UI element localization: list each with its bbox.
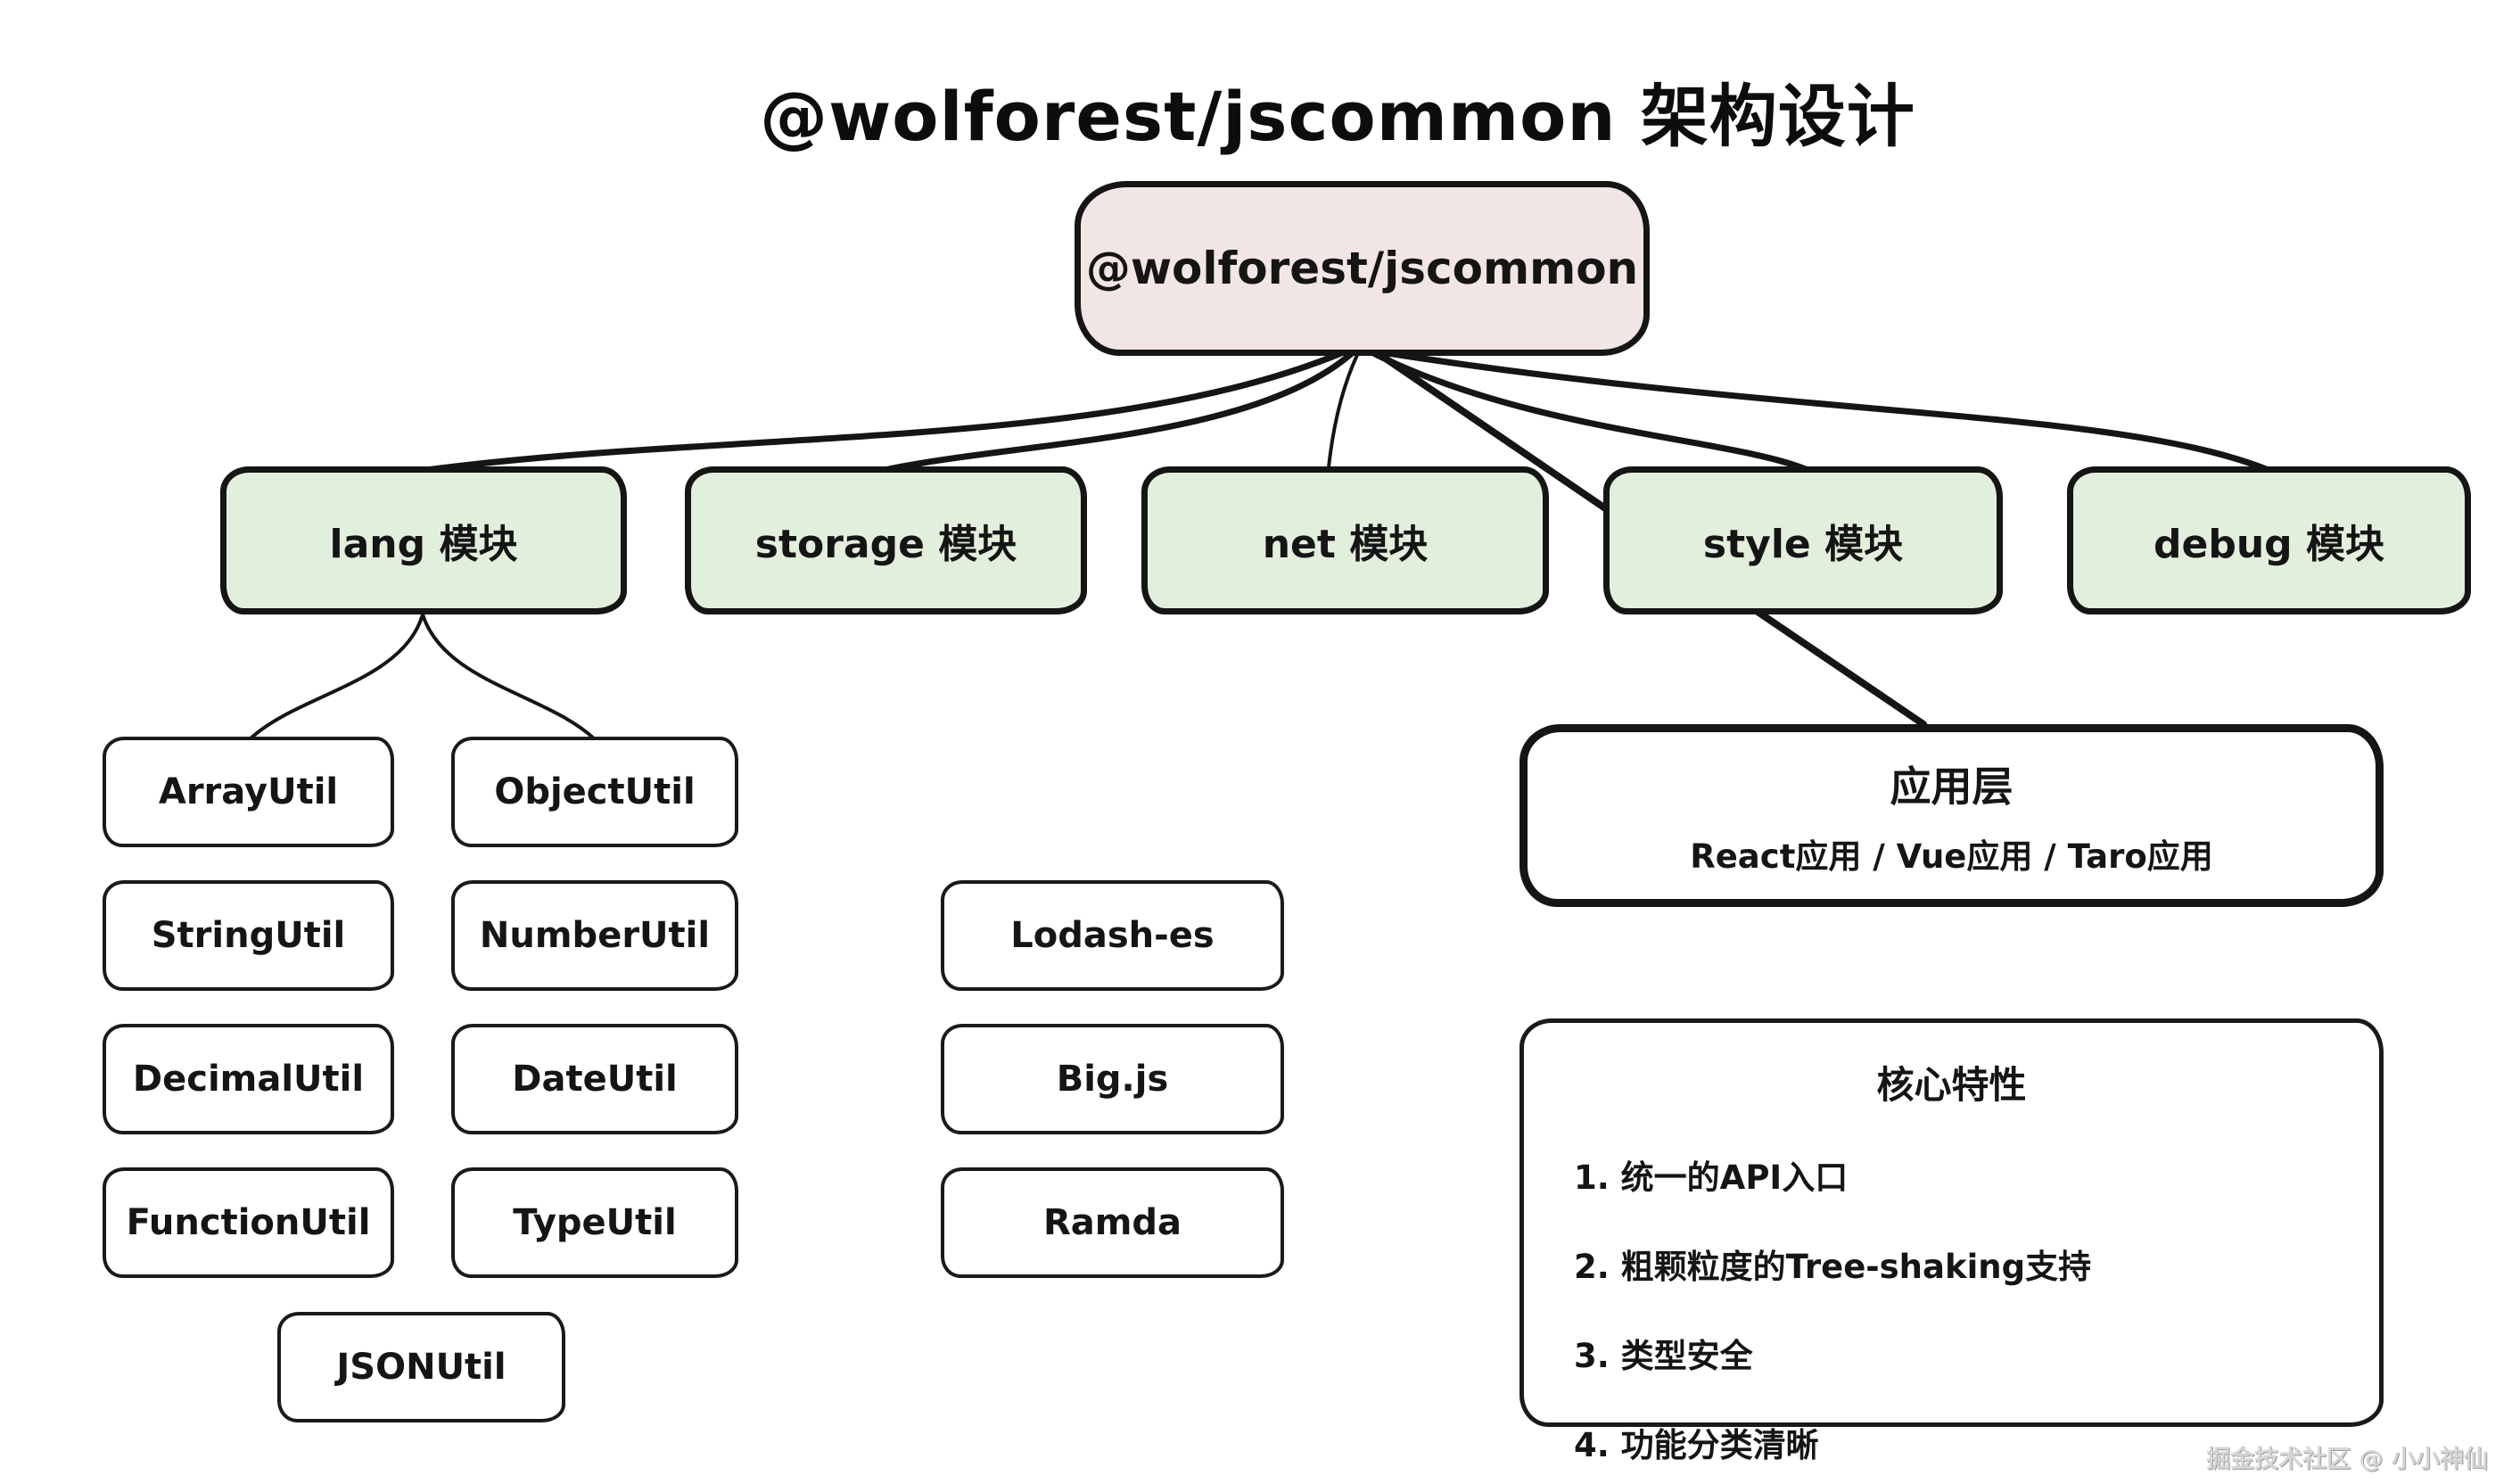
node-lib-lodash-es: Lodash-es — [941, 880, 1284, 991]
feature-item-2: 2. 粗颗粒度的Tree-shaking支持 — [1574, 1248, 2092, 1286]
edge-lang-to-arrayutil — [249, 613, 424, 740]
features-panel: 核心特性 1. 统一的API入口 2. 粗颗粒度的Tree-shaking支持 … — [1519, 1018, 2384, 1464]
features-title: 核心特性 — [1876, 1063, 2027, 1107]
node-util-functionutil: FunctionUtil — [103, 1167, 394, 1278]
feature-item-1: 1. 统一的API入口 — [1574, 1158, 1849, 1197]
app-layer-title: 应用层 — [1890, 762, 2014, 811]
node-lib-ramda: Ramda — [941, 1167, 1284, 1278]
node-util-stringutil: StringUtil — [103, 880, 394, 991]
node-util-objectutil: ObjectUtil — [451, 737, 738, 847]
node-util-decimalutil: DecimalUtil — [103, 1024, 394, 1134]
feature-item-4: 4. 功能分类清晰 — [1574, 1426, 1819, 1464]
node-root-jscommon: @wolforest/jscommon — [1075, 181, 1650, 356]
edge-root-to-lang — [423, 350, 1345, 474]
node-module-debug: debug 模块 — [2067, 466, 2471, 614]
watermark: 掘金技术社区 @ 小小神仙 — [2206, 1446, 2488, 1473]
edge-lang-to-objectutil — [421, 613, 596, 740]
edge-root-to-debug — [1384, 350, 2272, 474]
node-module-net: net 模块 — [1141, 466, 1549, 614]
app-layer-panel: 应用层 React应用 / Vue应用 / Taro应用 — [1519, 724, 2384, 907]
edge-root-to-style — [1371, 350, 1811, 474]
edge-root-to-net — [1327, 353, 1359, 469]
node-util-dateutil: DateUtil — [451, 1024, 738, 1134]
node-module-lang: lang 模块 — [220, 466, 627, 614]
node-util-typeutil: TypeUtil — [451, 1167, 738, 1278]
app-layer-subtitle: React应用 / Vue应用 / Taro应用 — [1690, 837, 2213, 876]
page-title: @wolforest/jscommon 架构设计 — [760, 76, 1915, 156]
node-lib-bigjs: Big.js — [941, 1024, 1284, 1134]
feature-item-3: 3. 类型安全 — [1574, 1337, 1753, 1375]
node-util-jsonutil: JSONUtil — [277, 1312, 565, 1422]
node-util-arrayutil: ArrayUtil — [103, 737, 394, 847]
edge-root-to-storage — [881, 350, 1355, 474]
node-util-numberutil: NumberUtil — [451, 880, 738, 991]
node-module-storage: storage 模块 — [685, 466, 1087, 614]
node-module-style: style 模块 — [1603, 466, 2003, 614]
